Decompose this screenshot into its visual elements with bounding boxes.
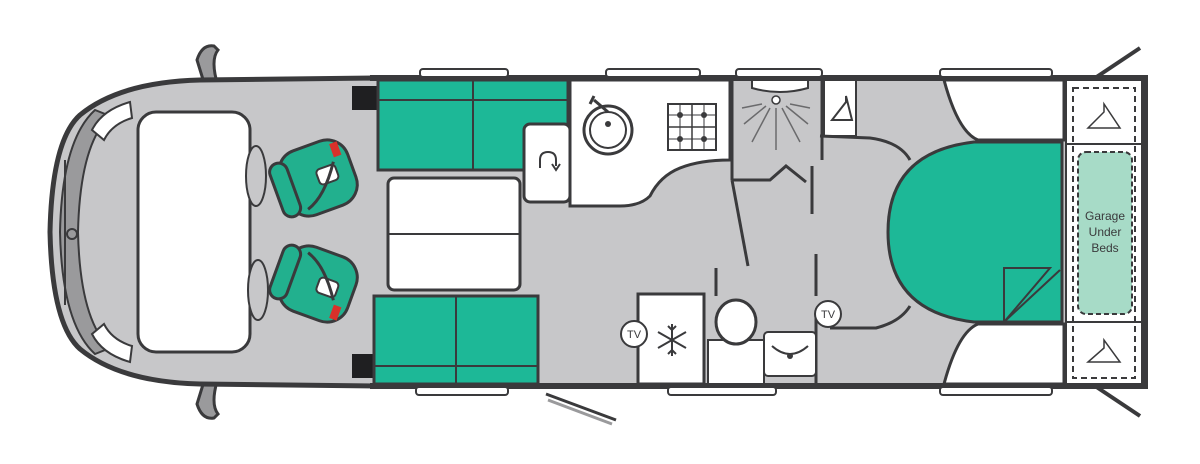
tv-marker-left: TV — [620, 320, 648, 348]
headlight-top — [90, 100, 134, 142]
window-bottom-3 — [939, 386, 1053, 396]
bed-cabinet-top — [942, 78, 1066, 142]
window-top-4 — [939, 68, 1053, 78]
hob-icon — [667, 103, 717, 151]
snowflake-icon — [657, 324, 687, 356]
window-top-1 — [419, 68, 509, 78]
cab-seat-driver — [268, 138, 359, 219]
window-top-2 — [605, 68, 701, 78]
kitchen — [522, 78, 732, 208]
island-bed — [886, 140, 1064, 324]
headlight-bottom — [90, 322, 134, 364]
garage-label-line2: Under — [1089, 225, 1122, 239]
garage-label-line3: Beds — [1091, 241, 1118, 255]
lounge — [372, 78, 570, 386]
shower-icon — [741, 95, 811, 150]
tv-label: TV — [821, 309, 836, 321]
hallway-curve-top — [819, 134, 912, 161]
rear-bar-bottom — [1093, 384, 1142, 418]
bedding-pillow — [1077, 151, 1133, 315]
washroom — [636, 254, 818, 386]
toilet-base — [707, 339, 765, 385]
window-bottom-1 — [415, 386, 509, 396]
wardrobe-top — [823, 79, 857, 137]
tv-label: TV — [627, 329, 642, 341]
shower — [730, 79, 824, 267]
kitchen-cupboard — [522, 122, 572, 204]
steering-wheel — [245, 145, 267, 207]
hanger-icon — [1086, 101, 1122, 129]
steering-hub — [247, 259, 269, 321]
garage-dashed — [1072, 87, 1136, 379]
shower-basin — [751, 79, 809, 93]
entry-door-leaf — [547, 398, 613, 426]
bed-cabinet-bottom — [942, 322, 1066, 386]
hallway-curve-bottom — [830, 305, 912, 330]
shower-tray-edge — [732, 164, 807, 184]
window-top-3 — [735, 68, 823, 78]
sink-icon — [582, 95, 634, 156]
toilet-bowl — [714, 298, 758, 346]
window-bottom-2 — [667, 386, 777, 396]
cab-seat-passenger — [268, 243, 359, 324]
entry-door — [545, 392, 617, 422]
hanger-icon — [829, 95, 854, 121]
garage-label-line1: Garage — [1085, 209, 1125, 223]
shower-door — [730, 179, 750, 267]
dashboard — [136, 110, 252, 354]
badge — [66, 228, 78, 240]
cab — [47, 44, 378, 420]
wall-post-top — [352, 86, 378, 110]
mirror-top — [195, 44, 221, 88]
rear-bar-top — [1093, 46, 1142, 80]
mirror-bottom — [195, 376, 221, 420]
hanger-icon — [1086, 337, 1122, 363]
rotate-arrow-icon — [539, 150, 557, 168]
bedroom: Garage Under Beds — [819, 78, 1143, 386]
tv-marker-right: TV — [814, 300, 842, 328]
